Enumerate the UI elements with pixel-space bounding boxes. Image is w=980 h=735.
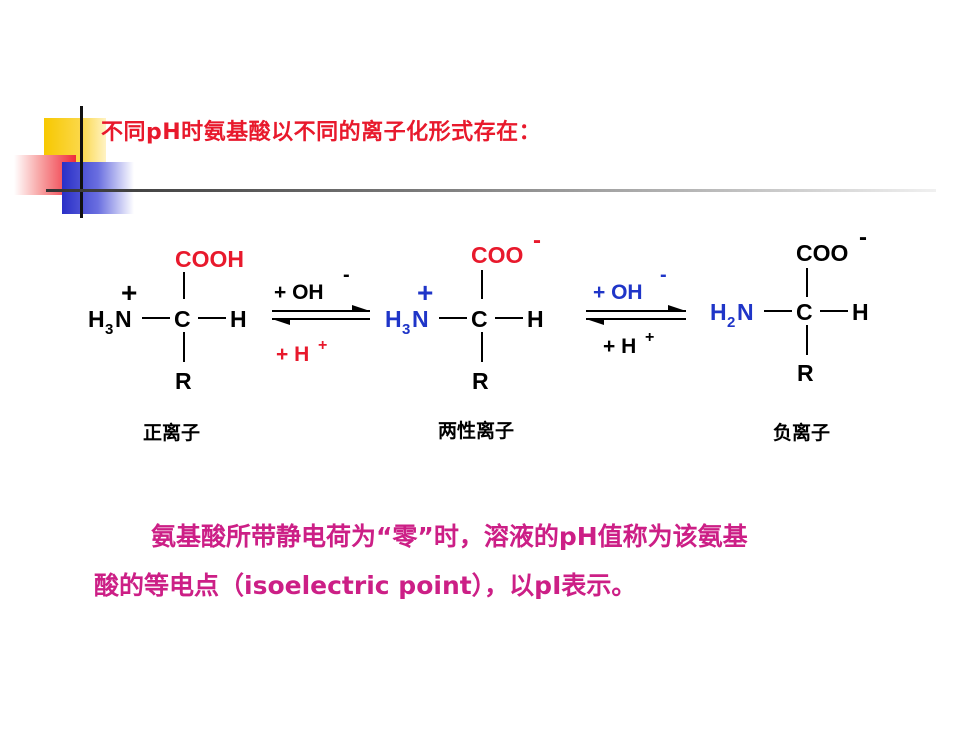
eq2-forward-label: + OH <box>593 281 643 304</box>
cation-charge: + <box>121 277 137 308</box>
eq1-forward-superscript: - <box>343 264 350 286</box>
zwitterion-amino-n: N <box>412 306 429 332</box>
anion-top-charge: - <box>859 224 867 251</box>
zwitterion-r-group: R <box>472 368 489 394</box>
anion-amino-h: H <box>710 299 727 325</box>
eq2-reverse-superscript: + <box>645 329 654 346</box>
eq1-reverse-superscript: + <box>318 337 327 354</box>
zwitterion-carbon: C <box>471 306 488 332</box>
zwitterion-label: 两性离子 <box>438 419 514 442</box>
anion-label: 负离子 <box>773 421 830 444</box>
cation-label: 正离子 <box>143 421 200 444</box>
zwitterion-amino-h: H <box>385 306 402 332</box>
eq1-reverse-arrow-head <box>272 319 290 325</box>
cation-amino-sub: 3 <box>105 321 113 338</box>
definition-line-1: 氨基酸所带静电荷为“零”时，溶液的pH值称为该氨基 <box>151 522 748 551</box>
anion-amino-sub: 2 <box>727 314 735 331</box>
zwitterion-amino-sub: 3 <box>402 321 410 338</box>
cation-r-group: R <box>175 368 192 394</box>
zwitterion-right-h: H <box>527 306 544 332</box>
anion-structure: COO - H 2 N C H R 负离子 <box>710 224 869 444</box>
anion-right-h: H <box>852 299 869 325</box>
eq2-reverse-label: + H <box>603 335 636 358</box>
eq2-reverse-arrow-head <box>586 319 604 325</box>
decor-horizontal-line <box>46 189 936 192</box>
eq1-forward-label: + OH <box>274 281 324 304</box>
eq1-forward-arrow-head <box>352 305 370 311</box>
cation-structure: COOH + H 3 N C H R 正离子 <box>88 246 247 444</box>
definition-line-2: 酸的等电点（isoelectric point），以pI表示。 <box>94 571 637 600</box>
anion-amino-n: N <box>737 299 754 325</box>
anion-r-group: R <box>797 360 814 386</box>
eq1-reverse-label: + H <box>276 343 309 366</box>
cation-top-group: COOH <box>175 246 244 272</box>
equilibrium-1: + OH - + H + <box>272 264 370 366</box>
cation-right-h: H <box>230 306 247 332</box>
anion-top-group: COO <box>796 240 848 266</box>
cation-amino-n: N <box>115 306 132 332</box>
cation-carbon: C <box>174 306 191 332</box>
zwitterion-charge: + <box>417 277 433 308</box>
eq2-forward-arrow-head <box>668 305 686 311</box>
cation-amino-h: H <box>88 306 105 332</box>
eq2-forward-superscript: - <box>660 264 667 286</box>
zwitterion-top-group: COO <box>471 242 523 268</box>
zwitterion-structure: COO - + H 3 N C H R 两性离子 <box>385 227 544 442</box>
page-title: 不同pH时氨基酸以不同的离子化形式存在： <box>101 120 542 145</box>
decor-blue-square <box>62 162 134 214</box>
zwitterion-top-charge: - <box>533 227 541 254</box>
anion-carbon: C <box>796 299 813 325</box>
equilibrium-2: + OH - + H + <box>586 264 686 358</box>
decor-vertical-line <box>80 106 83 218</box>
